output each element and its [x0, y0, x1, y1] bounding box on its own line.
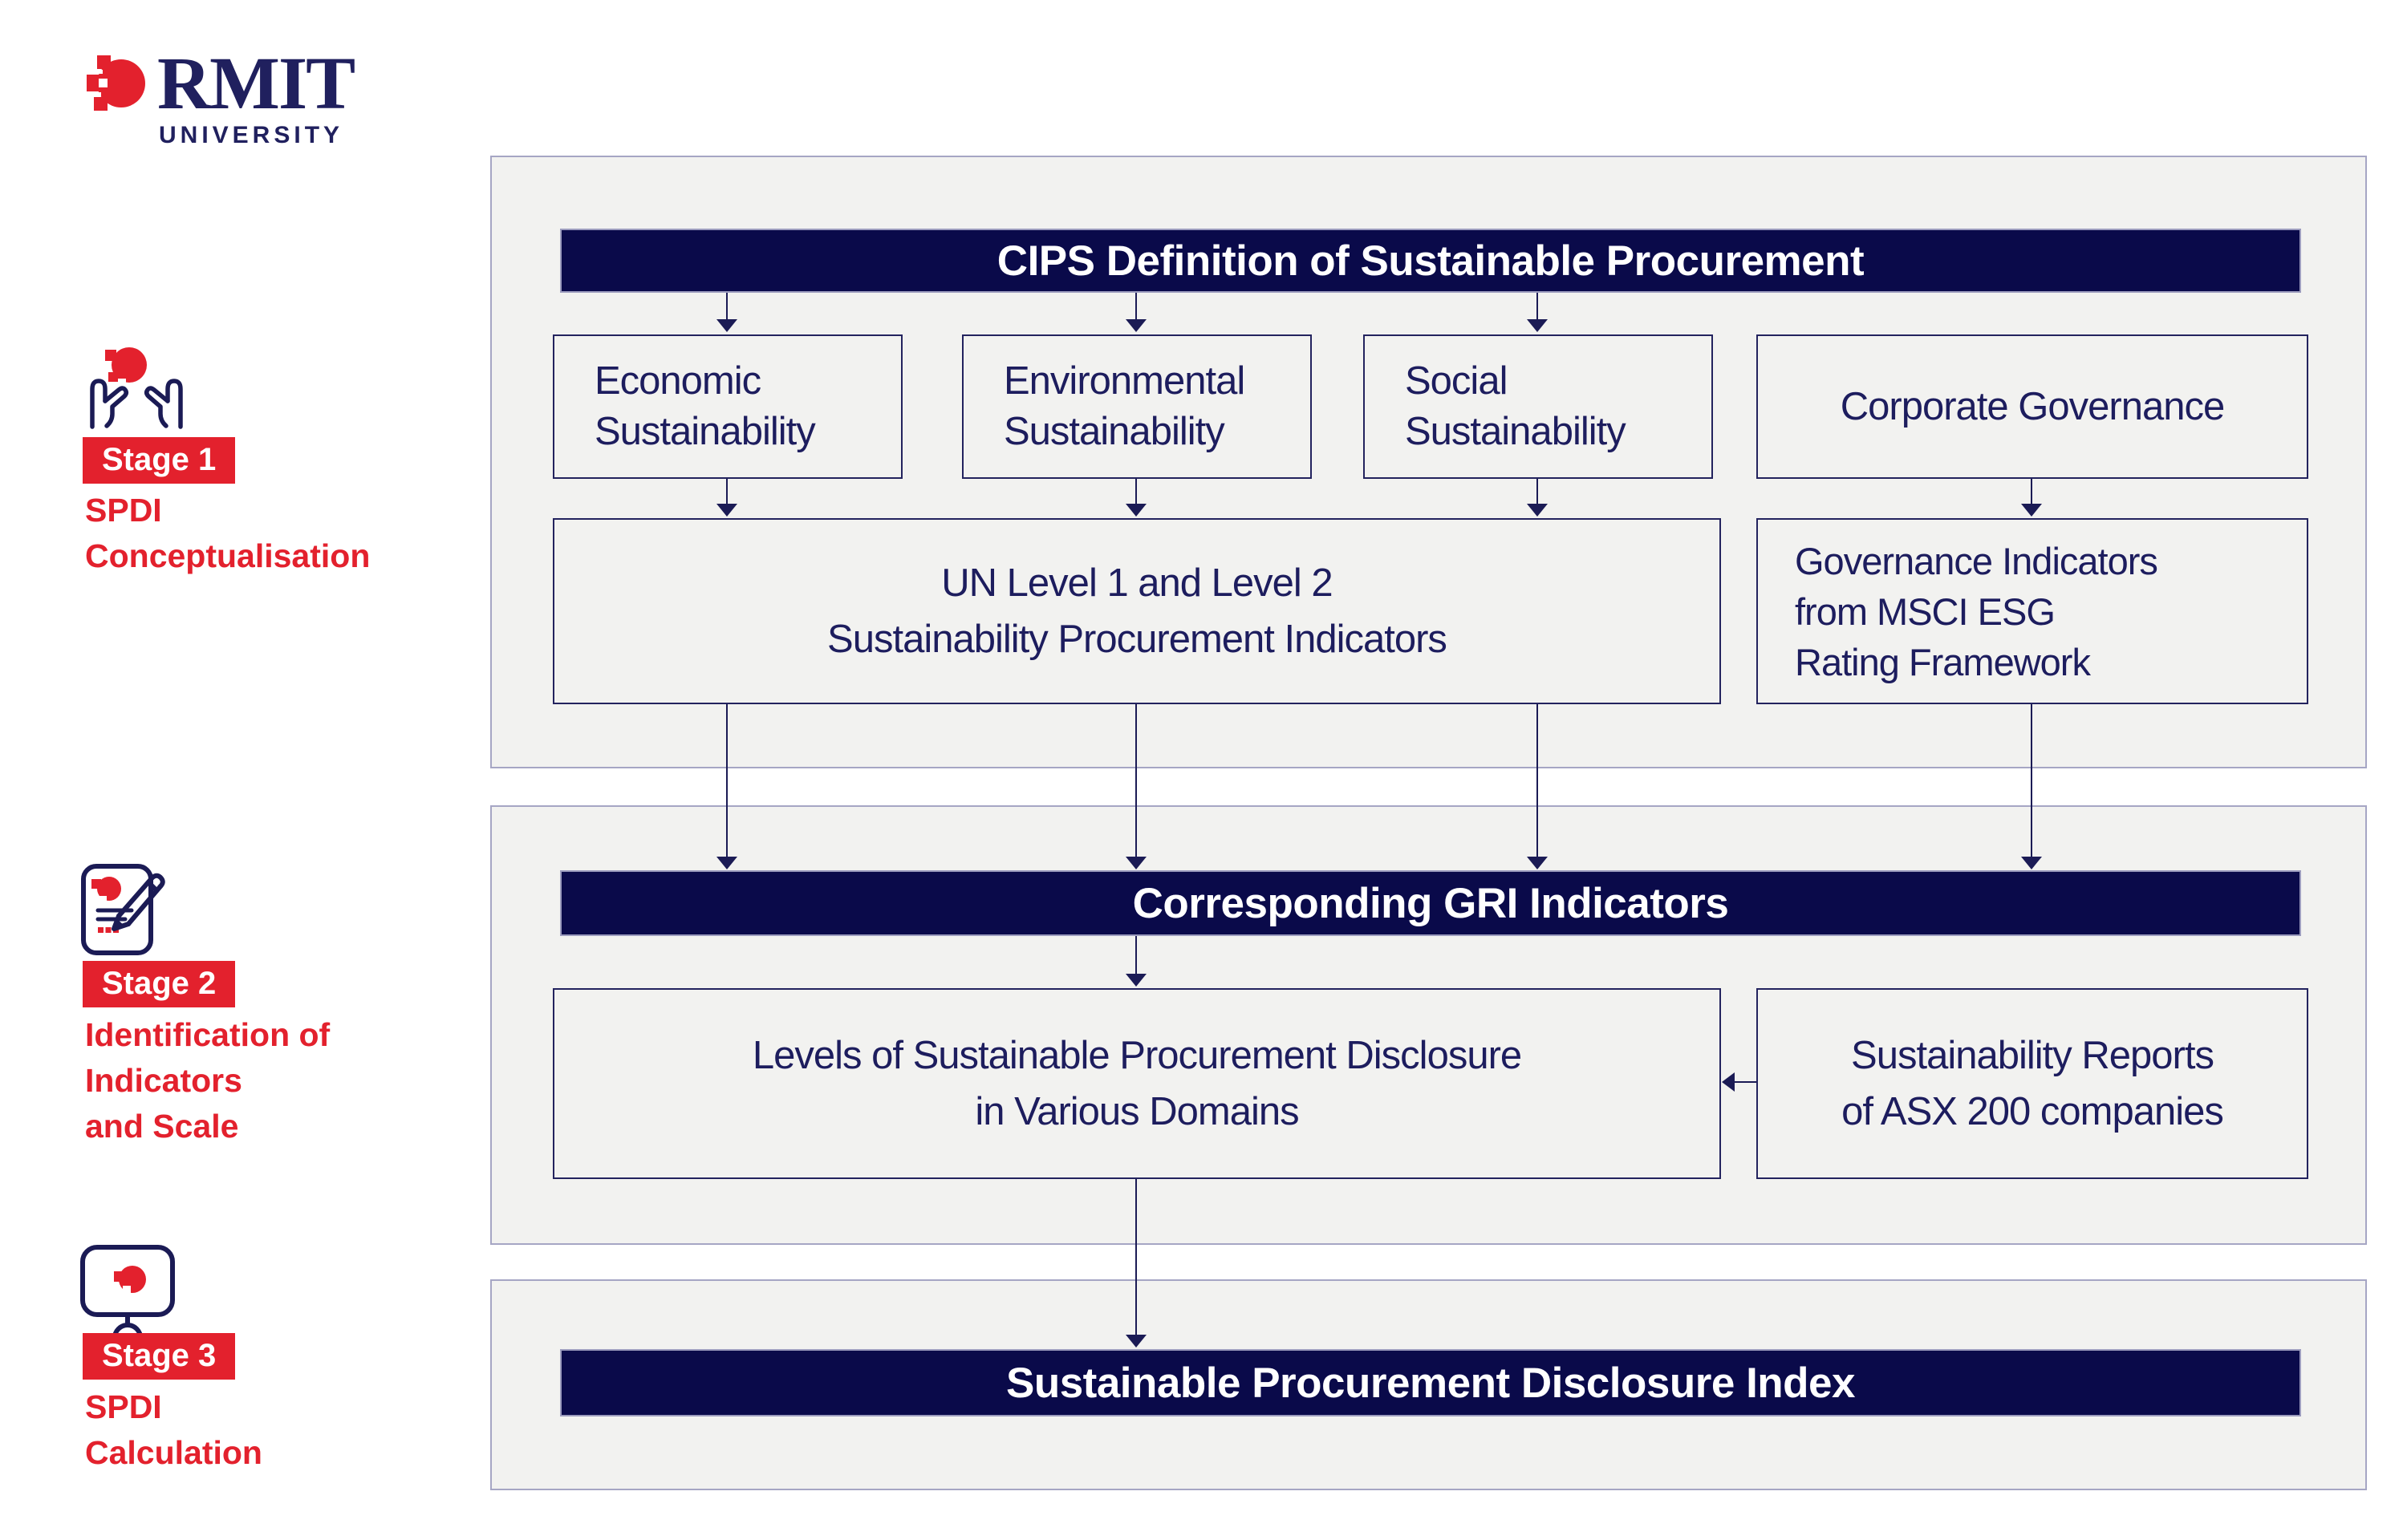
monitor-pixel-circle-icon [80, 1245, 175, 1340]
flow-arrow-down-icon [1527, 857, 1548, 869]
flow-arrow-down-icon [1126, 1335, 1147, 1348]
asx-reports-box: Sustainability Reports of ASX 200 compan… [1756, 988, 2308, 1179]
stage-2-label: Identification of Indicators and Scale [85, 1012, 330, 1149]
box-text-line: Sustainability Procurement Indicators [827, 618, 1447, 661]
box-text-line: Environmental [1004, 359, 1245, 403]
flow-connector-line [2031, 479, 2032, 505]
flow-connector-line [2031, 704, 2032, 858]
flow-arrow-down-icon [1126, 504, 1147, 517]
flow-connector-line [1135, 1179, 1137, 1336]
box-text-line: Levels of Sustainable Procurement Disclo… [752, 1034, 1522, 1077]
box-text-line: Sustainability Reports [1851, 1034, 2214, 1077]
box-text-line: UN Level 1 and Level 2 [941, 561, 1333, 605]
rmit-wordmark: RMIT [157, 43, 355, 125]
stage-2-label-line: and Scale [85, 1108, 239, 1145]
environmental-sustainability-box: Environmental Sustainability [962, 334, 1312, 479]
gri-header-bar: Corresponding GRI Indicators [560, 870, 2301, 936]
stage-2-label-line: Indicators [85, 1062, 242, 1099]
flow-connector-line [1731, 1081, 1756, 1083]
flow-arrow-down-icon [716, 857, 737, 869]
stage-2-label-line: Identification of [85, 1016, 331, 1053]
stage-1-badge: Stage 1 [83, 437, 236, 484]
flow-connector-line [726, 479, 728, 505]
flow-connector-line [1135, 704, 1137, 858]
stage-1-label-line: SPDI [85, 492, 162, 529]
flow-connector-line [1536, 479, 1538, 505]
flow-connector-line [726, 293, 728, 322]
stage-3-badge: Stage 3 [83, 1333, 236, 1380]
rmit-pixel-circle-icon [87, 55, 145, 111]
flow-arrow-down-icon [716, 504, 737, 517]
box-text-line: Sustainability [1004, 410, 1225, 453]
social-sustainability-box: Social Sustainability [1363, 334, 1713, 479]
box-text-line: of ASX 200 companies [1841, 1090, 2224, 1133]
stage-3-label: SPDI Calculation [85, 1384, 262, 1476]
flow-arrow-down-icon [716, 319, 737, 332]
rmit-logo: RMIT UNIVERSITY [87, 47, 359, 151]
box-text-line: Governance Indicators [1795, 539, 2158, 582]
gri-header-text: Corresponding GRI Indicators [1132, 879, 1729, 927]
box-text-line: in Various Domains [975, 1090, 1299, 1133]
box-text-line: Corporate Governance [1840, 384, 2225, 428]
flow-arrow-down-icon [2021, 504, 2042, 517]
economic-sustainability-box: Economic Sustainability [553, 334, 903, 479]
flow-arrow-left-icon [1722, 1072, 1735, 1092]
hands-holding-pixel-circle-icon [90, 347, 183, 429]
stage-3-label-line: SPDI [85, 1388, 162, 1425]
stage-1-label-line: Conceptualisation [85, 537, 371, 574]
un-indicators-box: UN Level 1 and Level 2 Sustainability Pr… [553, 518, 1721, 704]
flow-arrow-down-icon [1126, 974, 1147, 987]
stage-1-label: SPDI Conceptualisation [85, 488, 370, 579]
box-text-line: Sustainability [1405, 410, 1626, 453]
rmit-wordmark-sub: UNIVERSITY [159, 122, 344, 148]
box-text-line: Social [1405, 359, 1508, 403]
flow-connector-line [1135, 936, 1137, 975]
box-text-line: from MSCI ESG [1795, 590, 2056, 633]
cips-header-bar: CIPS Definition of Sustainable Procureme… [560, 229, 2301, 293]
spdi-header-text: Sustainable Procurement Disclosure Index [1005, 1359, 1856, 1407]
spdi-header-bar: Sustainable Procurement Disclosure Index [560, 1349, 2301, 1416]
flow-connector-line [726, 704, 728, 858]
flow-arrow-down-icon [1527, 504, 1548, 517]
flow-connector-line [1536, 293, 1538, 322]
stage-2-badge: Stage 2 [83, 961, 236, 1007]
flow-arrow-down-icon [1126, 319, 1147, 332]
flow-arrow-down-icon [2021, 857, 2042, 869]
box-text-line: Economic [595, 359, 761, 403]
disclosure-levels-box: Levels of Sustainable Procurement Disclo… [553, 988, 1721, 1179]
governance-indicators-box: Governance Indicators from MSCI ESG Rati… [1756, 518, 2308, 704]
flow-connector-line [1135, 293, 1137, 322]
flow-arrow-down-icon [1126, 857, 1147, 869]
box-text-line: Sustainability [595, 410, 816, 453]
box-text-line: Rating Framework [1795, 640, 2091, 683]
document-pencil-icon [81, 864, 165, 955]
flow-arrow-down-icon [1527, 319, 1548, 332]
flow-connector-line [1135, 479, 1137, 505]
cips-header-text: CIPS Definition of Sustainable Procureme… [996, 237, 1865, 285]
stage-3-label-line: Calculation [85, 1434, 262, 1471]
flow-connector-line [1536, 704, 1538, 858]
corporate-governance-box: Corporate Governance [1756, 334, 2308, 479]
